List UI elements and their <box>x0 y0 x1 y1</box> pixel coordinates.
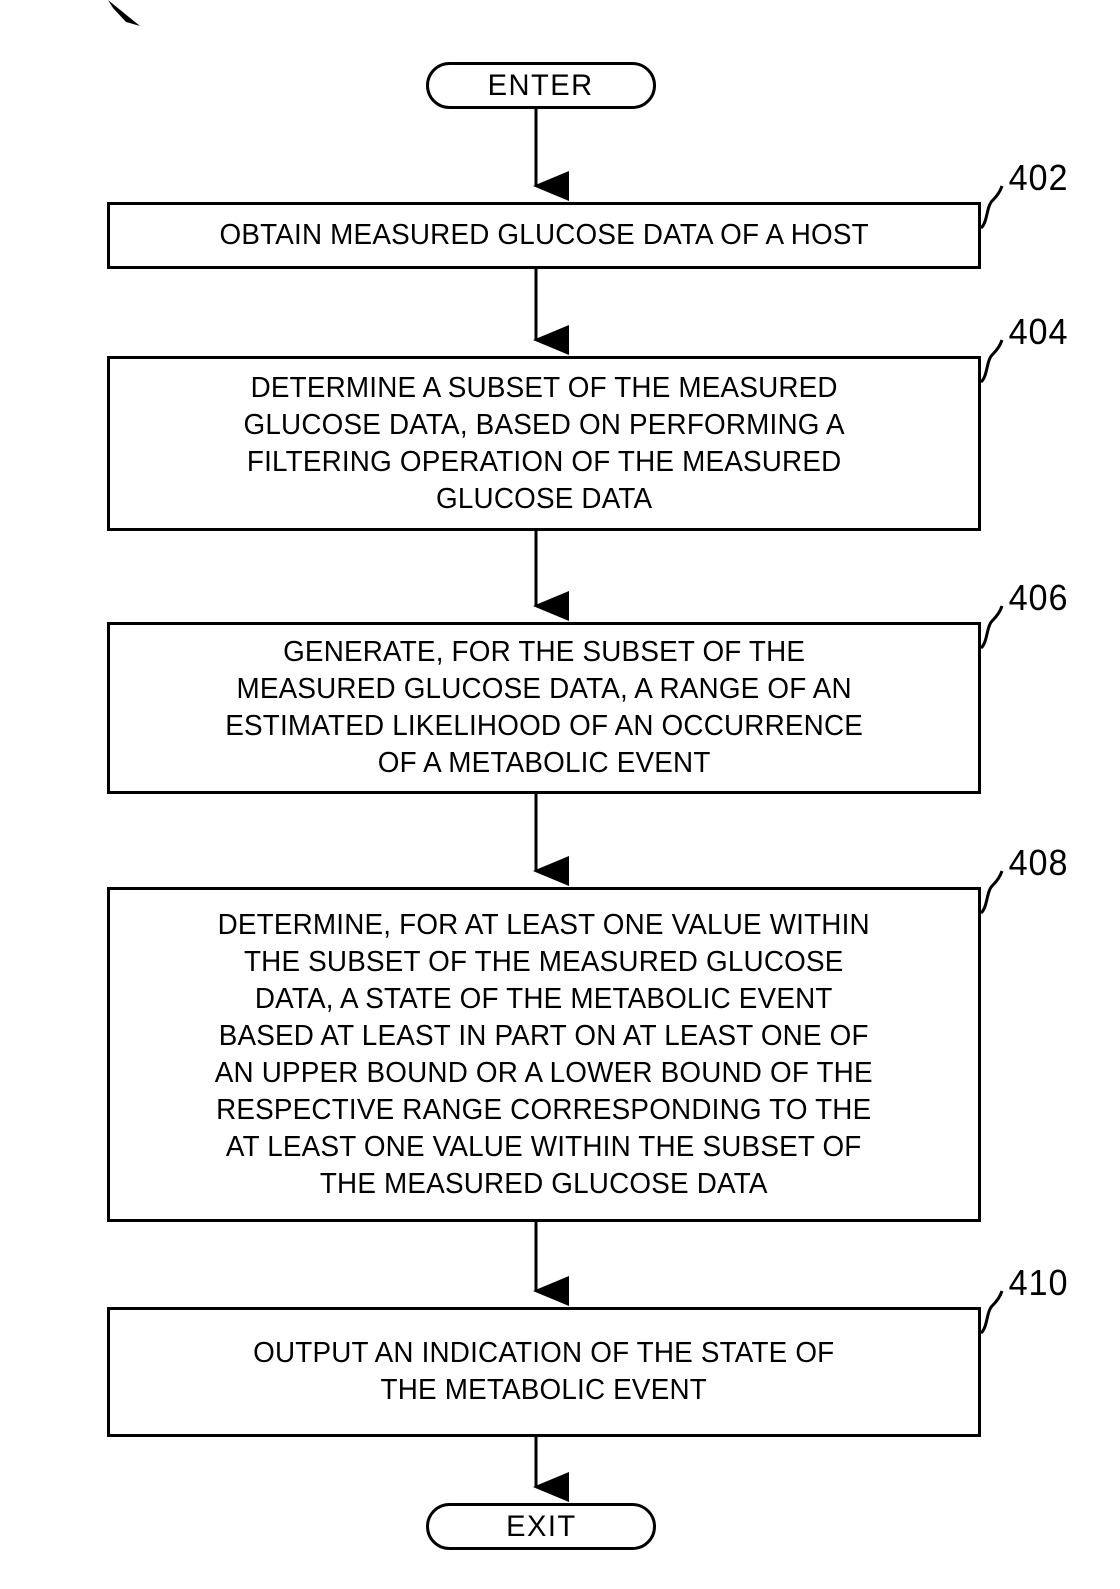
reference-numeral-402: 402 <box>1008 157 1069 198</box>
reference-numeral-410: 410 <box>1008 1262 1069 1303</box>
reference-numeral-408: 408 <box>1008 842 1069 883</box>
terminator-enter: ENTER <box>426 62 656 109</box>
leader-line-402 <box>979 185 1004 230</box>
process-box-404: DETERMINE A SUBSET OF THE MEASURED GLUCO… <box>107 356 981 531</box>
process-box-404-label: DETERMINE A SUBSET OF THE MEASURED GLUCO… <box>243 371 845 515</box>
figure-corner-arrowhead-icon <box>108 0 140 26</box>
terminator-exit: EXIT <box>426 1503 656 1550</box>
reference-numeral-404: 404 <box>1008 311 1069 352</box>
process-box-408: DETERMINE, FOR AT LEAST ONE VALUE WITHIN… <box>107 887 981 1222</box>
leader-line-410 <box>979 1290 1004 1335</box>
reference-numeral-406: 406 <box>1008 577 1069 618</box>
process-box-410-label: OUTPUT AN INDICATION OF THE STATE OF THE… <box>253 1337 835 1406</box>
terminator-exit-label: EXIT <box>505 1509 577 1543</box>
process-box-406-label: GENERATE, FOR THE SUBSET OF THE MEASURED… <box>225 636 863 779</box>
process-box-402: OBTAIN MEASURED GLUCOSE DATA OF A HOST <box>107 202 981 269</box>
process-box-402-label: OBTAIN MEASURED GLUCOSE DATA OF A HOST <box>219 219 869 251</box>
leader-line-408 <box>979 870 1004 915</box>
process-box-410: OUTPUT AN INDICATION OF THE STATE OF THE… <box>107 1307 981 1437</box>
leader-line-406 <box>979 605 1004 650</box>
process-box-406: GENERATE, FOR THE SUBSET OF THE MEASURED… <box>107 622 981 794</box>
leader-line-404 <box>979 339 1004 384</box>
terminator-enter-label: ENTER <box>488 68 594 102</box>
process-box-408-label: DETERMINE, FOR AT LEAST ONE VALUE WITHIN… <box>214 908 874 1200</box>
